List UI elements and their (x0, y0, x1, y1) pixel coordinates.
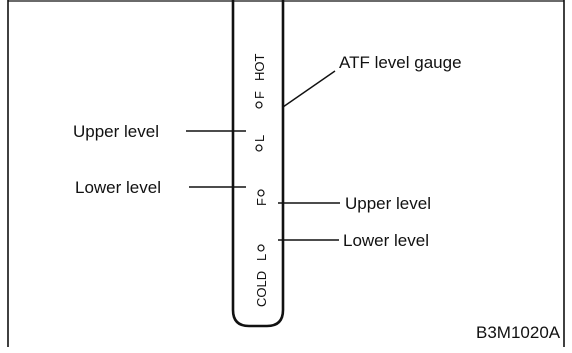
label-hot-upper: Upper level (73, 122, 159, 141)
hot-upper-dot (255, 101, 263, 109)
hot-scale: F HOT (252, 54, 267, 109)
hot-lower-mark: L (252, 135, 267, 142)
cold-scale: COLD L (254, 244, 269, 307)
figure-id: B3M1020A (476, 323, 561, 342)
cold-upper-marker: F (254, 189, 269, 206)
leader-gauge (282, 70, 336, 108)
cold-lower-mark: L (254, 254, 269, 261)
cold-label: COLD (254, 271, 269, 307)
hot-lower-dot (255, 144, 263, 152)
label-gauge: ATF level gauge (339, 53, 462, 72)
hot-label: HOT (252, 54, 267, 82)
label-cold-lower: Lower level (343, 231, 429, 250)
dipstick-outline (231, 0, 285, 328)
hot-lower-marker: L (252, 135, 267, 152)
cold-upper-mark: F (254, 198, 269, 206)
cold-lower-dot (257, 244, 265, 252)
cold-upper-dot (257, 189, 265, 197)
hot-upper-mark: F (252, 91, 267, 99)
label-hot-lower: Lower level (75, 178, 161, 197)
label-cold-upper: Upper level (345, 194, 431, 213)
